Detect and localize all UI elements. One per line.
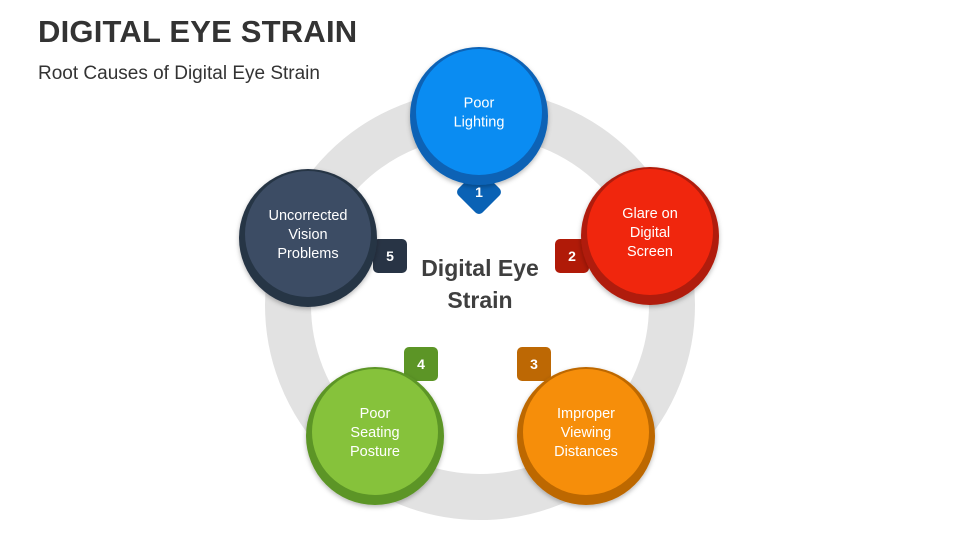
- node-label-5-line-3: Problems: [277, 246, 338, 262]
- node-disc-4: [312, 369, 438, 495]
- node-number-3: 3: [530, 356, 538, 372]
- node-label-1-line-1: Poor: [464, 96, 495, 112]
- node-label-3-line-2: Viewing: [561, 425, 612, 441]
- node-disc-3: [523, 369, 649, 495]
- node-label-4-line-2: Seating: [350, 425, 399, 441]
- node-disc-1: [416, 49, 542, 175]
- number-tag-4: [404, 347, 438, 381]
- node-label-4-line-3: Posture: [350, 444, 400, 460]
- center-label-line-2: Strain: [447, 287, 512, 313]
- node-label-3-line-3: Distances: [554, 444, 618, 460]
- node-label-2-line-2: Digital: [630, 225, 670, 241]
- node-number-4: 4: [417, 356, 425, 372]
- node-label-2-line-3: Screen: [627, 244, 673, 260]
- center-label-line-1: Digital Eye: [421, 255, 539, 281]
- node-label-4-line-1: Poor: [360, 406, 391, 422]
- slide-title: DIGITAL EYE STRAIN: [38, 14, 358, 49]
- node-label-2-line-1: Glare on: [622, 206, 678, 222]
- node-label-5-line-1: Uncorrected: [269, 208, 348, 224]
- node-label-5-line-2: Vision: [288, 227, 327, 243]
- number-tag-2: [555, 239, 589, 273]
- node-label-1-line-2: Lighting: [454, 115, 505, 131]
- node-disc-5: [245, 171, 371, 297]
- number-tag-3: [517, 347, 551, 381]
- node-number-5: 5: [386, 248, 394, 264]
- node-disc-2: [587, 169, 713, 295]
- node-number-1: 1: [475, 184, 483, 200]
- slide-subtitle: Root Causes of Digital Eye Strain: [38, 63, 320, 84]
- number-tag-5: [373, 239, 407, 273]
- node-label-3-line-1: Improper: [557, 406, 615, 422]
- node-number-2: 2: [568, 248, 576, 264]
